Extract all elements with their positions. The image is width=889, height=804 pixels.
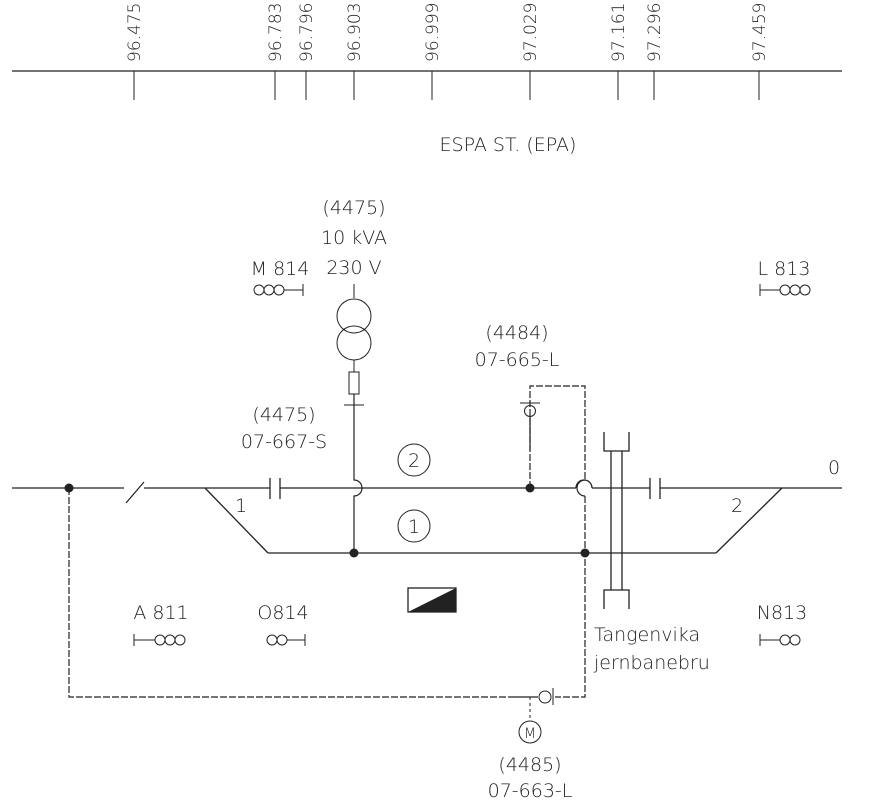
signal-lamp-icon bbox=[266, 634, 278, 646]
disconnector-4484: (4484) 07-665-L bbox=[475, 322, 560, 450]
track-number-circle bbox=[397, 509, 431, 543]
return-cable-upper bbox=[529, 385, 586, 488]
disconnector-id: (4475) bbox=[252, 404, 315, 426]
km-label: 97.029 bbox=[521, 3, 541, 62]
transformer-winding-icon bbox=[336, 325, 372, 361]
switch-number: 1 bbox=[235, 495, 247, 517]
signal-lamp-icon bbox=[164, 634, 176, 646]
km-label: 96.796 bbox=[297, 3, 317, 62]
transformer: (4475) 10 kVA 230 V bbox=[321, 197, 387, 552]
km-label: 96.903 bbox=[345, 3, 365, 62]
transformer-id: (4475) bbox=[322, 197, 385, 219]
disconnector-4475: (4475) 07-667-S bbox=[241, 404, 327, 453]
switch-1-diverge bbox=[204, 487, 269, 554]
return-cable-left bbox=[68, 488, 510, 698]
signal-n813: N813 bbox=[757, 602, 807, 646]
km-label: 97.459 bbox=[750, 3, 770, 62]
transformer-power: 10 kVA bbox=[321, 227, 387, 249]
track-number-circle bbox=[397, 443, 431, 477]
switch-2-diverge bbox=[715, 487, 783, 554]
disconnector-code: 07-667-S bbox=[241, 431, 327, 453]
signal-lamp-icon bbox=[789, 634, 801, 646]
signal-lamp-icon bbox=[789, 284, 801, 296]
motor-icon bbox=[518, 720, 542, 744]
signal-lamp-icon bbox=[174, 634, 186, 646]
switch-number: 2 bbox=[731, 495, 743, 517]
line-end-label: 0 bbox=[828, 457, 840, 479]
signal-label: N813 bbox=[757, 602, 807, 624]
track-number: 1 bbox=[408, 516, 420, 538]
neutral-section-marker bbox=[407, 587, 457, 613]
transformer-feeder bbox=[353, 450, 363, 552]
signal-lamp-icon bbox=[273, 284, 285, 296]
signal-lamp-icon bbox=[779, 634, 791, 646]
signal-a811: A 811 bbox=[133, 602, 189, 646]
km-label: 97.296 bbox=[645, 3, 665, 62]
km-label: 97.161 bbox=[609, 3, 629, 62]
chainage-scale: 96.475 96.783 96.796 96.903 96.999 97.02… bbox=[12, 3, 842, 100]
fuse-icon bbox=[348, 371, 360, 395]
disconnector-code: 07-665-L bbox=[475, 349, 560, 371]
disconnector-id: (4485) bbox=[498, 754, 561, 776]
disconnector-code: 07-663-L bbox=[488, 780, 573, 802]
signal-lamp-icon bbox=[253, 284, 265, 296]
disconnector-contact-icon bbox=[538, 690, 552, 704]
disconnector-contact-icon bbox=[524, 405, 536, 417]
disconnector-id: (4484) bbox=[485, 322, 548, 344]
km-label: 96.783 bbox=[266, 3, 286, 62]
transformer-winding-icon bbox=[336, 298, 372, 334]
km-label: 96.475 bbox=[125, 3, 145, 62]
bridge-name: Tangenvika bbox=[594, 624, 700, 646]
marker-fill bbox=[408, 588, 456, 612]
signal-label: M 814 bbox=[251, 258, 310, 280]
signal-lamp-icon bbox=[779, 284, 791, 296]
signal-l813: L 813 bbox=[758, 258, 811, 296]
bridge-end bbox=[603, 432, 630, 452]
bridge-symbol: Tangenvika jernbanebru bbox=[593, 432, 710, 674]
bridge-end bbox=[603, 589, 630, 609]
station-title: ESPA ST. (EPA) bbox=[440, 134, 577, 156]
connection-node bbox=[349, 548, 359, 558]
signal-lamp-icon bbox=[799, 284, 811, 296]
signal-label: O814 bbox=[257, 602, 308, 624]
transformer-voltage: 230 V bbox=[326, 257, 381, 279]
signal-lamp-icon bbox=[263, 284, 275, 296]
bridge-name: jernbanebru bbox=[593, 652, 710, 674]
motor-symbol: M bbox=[524, 726, 536, 742]
section-break-icon bbox=[125, 481, 145, 504]
track-number: 2 bbox=[408, 450, 420, 472]
return-cable-right bbox=[555, 496, 586, 698]
cable-crossing-hop bbox=[576, 479, 586, 497]
track-layout: 1 2 0 2 1 bbox=[12, 443, 842, 558]
signal-o814: O814 bbox=[257, 602, 309, 646]
signal-label: L 813 bbox=[758, 258, 811, 280]
signal-m814: M 814 bbox=[251, 258, 310, 296]
disconnector-4485: M (4485) 07-663-L bbox=[488, 688, 573, 802]
signal-lamp-icon bbox=[154, 634, 166, 646]
signal-label: A 811 bbox=[133, 602, 188, 624]
km-label: 96.999 bbox=[423, 3, 443, 62]
signal-lamp-icon bbox=[276, 634, 288, 646]
